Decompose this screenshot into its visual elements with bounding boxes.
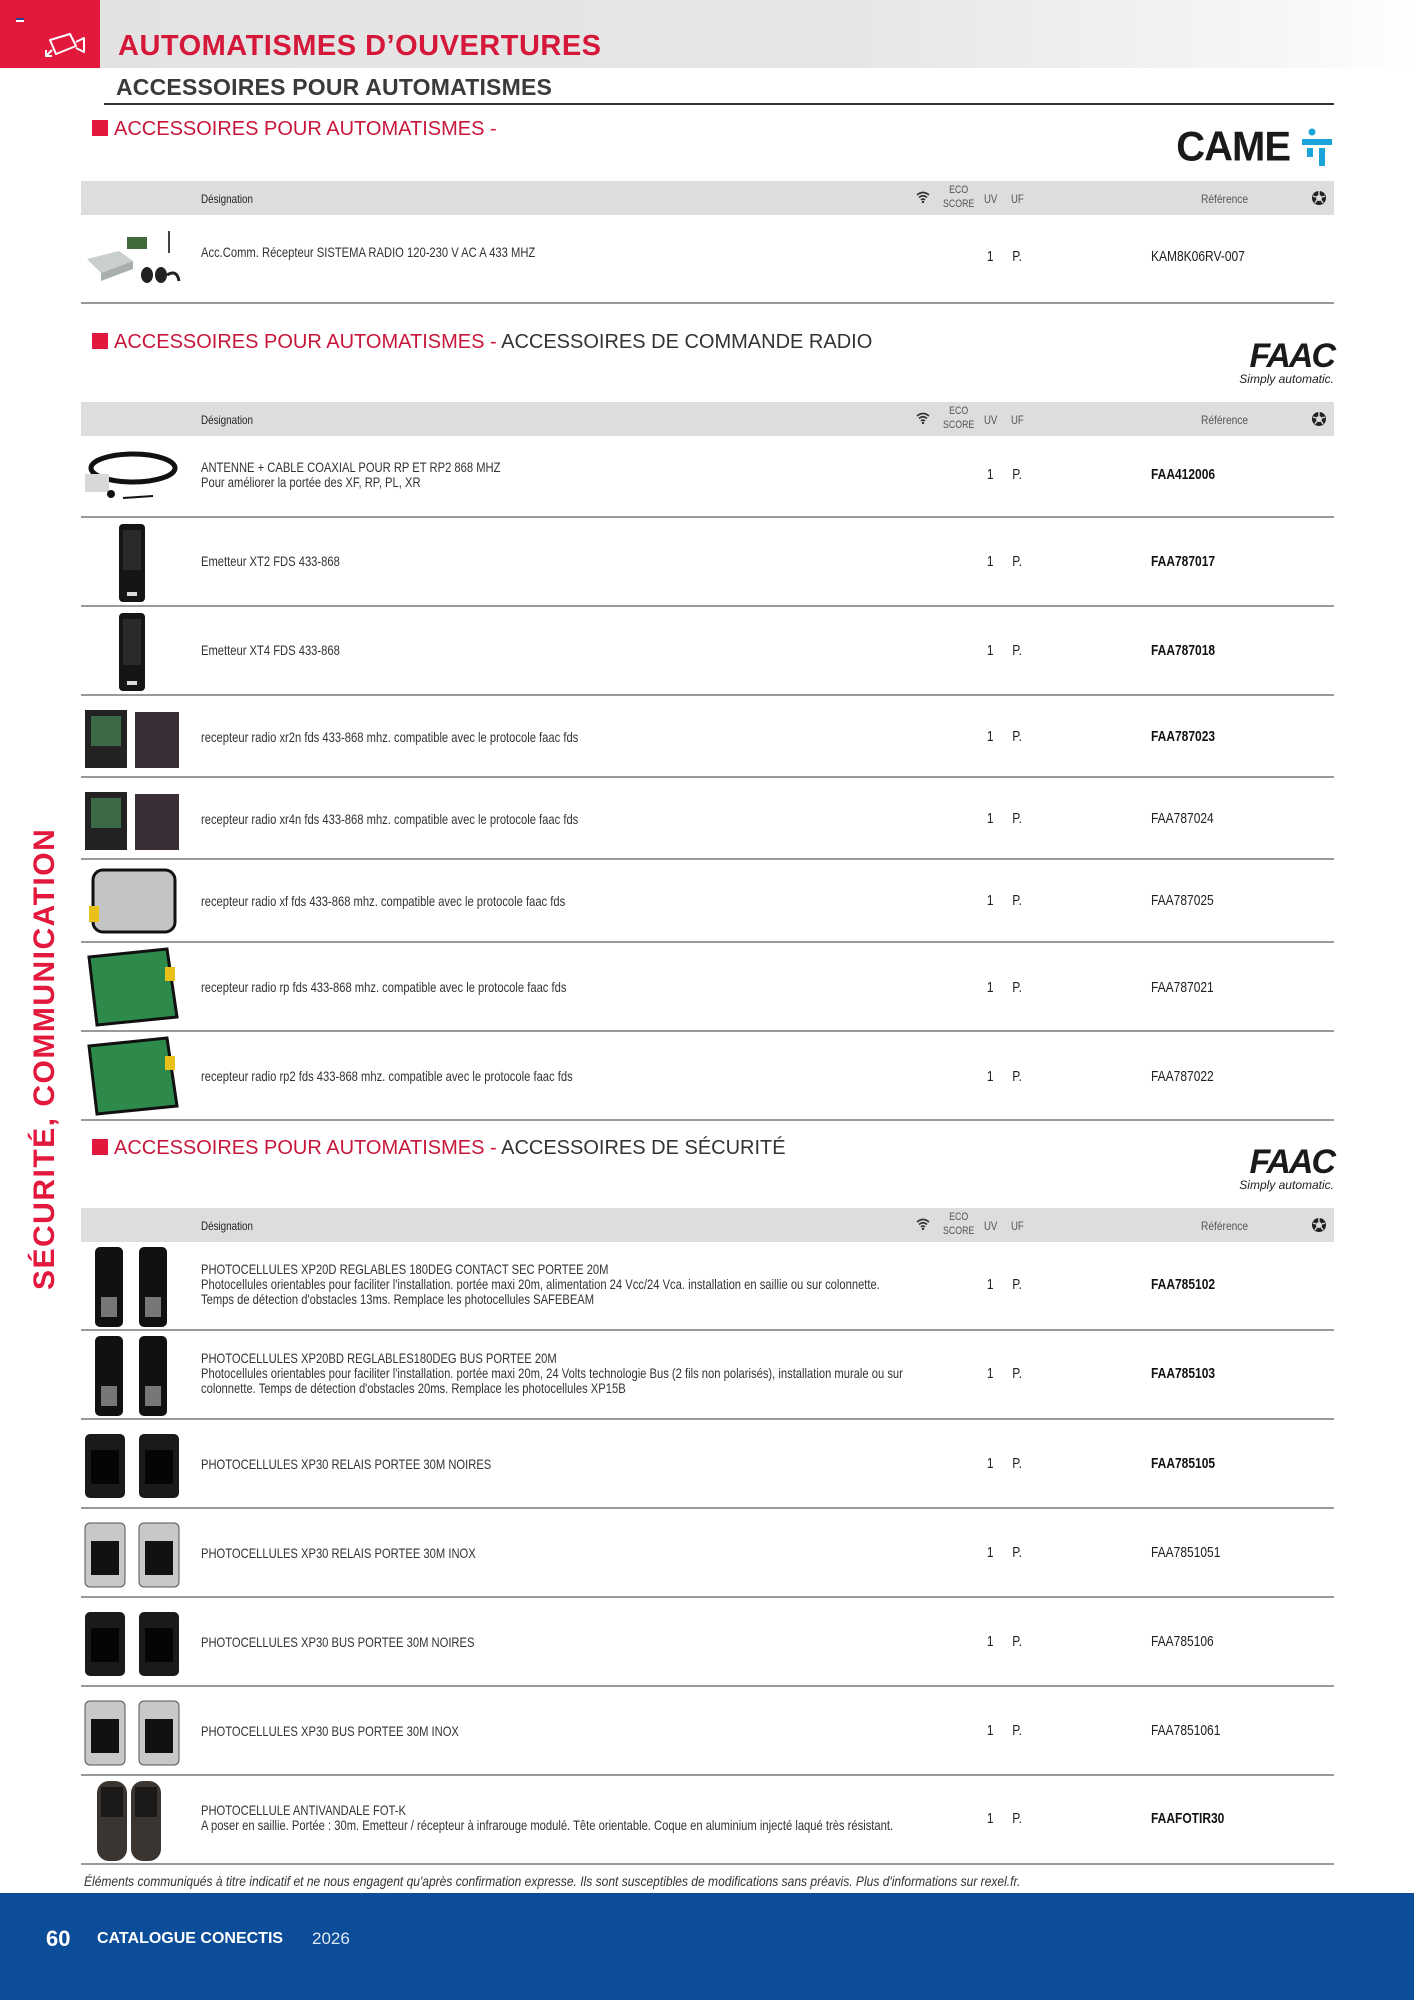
product-reference[interactable]: FAA787017	[1151, 553, 1216, 570]
page-subtitle: ACCESSOIRES POUR AUTOMATISMES	[116, 74, 553, 100]
section-heading-came: ACCESSOIRES POUR AUTOMATISMES -	[92, 118, 497, 141]
product-description: Emetteur XT2 FDS 433-868	[201, 553, 340, 569]
product-reference[interactable]: FAA787024	[1151, 810, 1214, 827]
wifi-icon	[916, 191, 930, 203]
product-reference[interactable]: FAA785106	[1151, 1633, 1214, 1650]
product-image-receiver-rp	[87, 947, 179, 1027]
recycle-icon	[1312, 412, 1326, 426]
product-row[interactable]: PHOTOCELLULES XP30 RELAIS PORTEE 30M NOI…	[81, 1420, 1334, 1509]
product-image-photocell-xp30-bus-inox	[84, 1700, 180, 1766]
product-row[interactable]: PHOTOCELLULES XP30 RELAIS PORTEE 30M INO…	[81, 1509, 1334, 1598]
camera-icon	[45, 33, 85, 57]
wifi-icon	[916, 412, 930, 424]
bullet-square-icon	[92, 1139, 108, 1155]
side-category-label: SÉCURITÉ, COMMUNICATION	[28, 827, 61, 1290]
product-reference[interactable]: FAA7851051	[1151, 1544, 1221, 1561]
product-row[interactable]: Acc.Comm. Récepteur SISTEMA RADIO 120-23…	[81, 215, 1334, 304]
title-divider	[104, 103, 1334, 105]
brand-logo-came: CAME	[1176, 124, 1332, 170]
catalog-year: 2026	[312, 1929, 350, 1948]
product-reference[interactable]: FAA785103	[1151, 1365, 1216, 1382]
legal-disclaimer: Éléments communiqués à titre indicatif e…	[84, 1873, 1021, 1889]
product-reference[interactable]: FAA787025	[1151, 892, 1214, 909]
product-image-remote-xt2	[119, 524, 145, 602]
section-heading-radio: ACCESSOIRES POUR AUTOMATISMES - ACCESSOI…	[92, 331, 872, 354]
came-mark-icon	[1302, 128, 1332, 166]
brand-logo-faac: FAAC Simply automatic.	[1239, 337, 1336, 386]
catalog-name: CATALOGUE CONECTIS	[97, 1930, 284, 1947]
product-image-photocell-fotk	[97, 1781, 161, 1861]
recycle-icon	[1312, 1218, 1326, 1232]
product-reference[interactable]: FAA787022	[1151, 1068, 1214, 1085]
product-description: Emetteur XT4 FDS 433-868	[201, 642, 340, 658]
product-row[interactable]: recepteur radio rp fds 433-868 mhz. comp…	[81, 943, 1334, 1032]
product-row[interactable]: PHOTOCELLULES XP30 BUS PORTEE 30M NOIRES…	[81, 1598, 1334, 1687]
product-description: recepteur radio xr4n fds 433-868 mhz. co…	[201, 811, 579, 827]
product-image-photocell-xp30-inox	[84, 1522, 180, 1588]
product-reference[interactable]: FAA787021	[1151, 979, 1214, 996]
product-image-photocell-xp20d	[95, 1247, 167, 1327]
product-reference[interactable]: KAM8K06RV-007	[1151, 248, 1245, 265]
product-description: recepteur radio xf fds 433-868 mhz. comp…	[201, 893, 566, 909]
product-reference[interactable]: FAA785105	[1151, 1455, 1216, 1472]
bullet-square-icon	[92, 120, 108, 136]
french-flag-icon	[16, 18, 24, 24]
product-image-antenna-cable	[85, 451, 178, 499]
product-row[interactable]: PHOTOCELLULES XP20BD REGLABLES180DEG BUS…	[81, 1331, 1334, 1420]
header-band	[0, 0, 1414, 68]
bullet-square-icon	[92, 333, 108, 349]
product-reference[interactable]: FAA785102	[1151, 1276, 1216, 1293]
product-row[interactable]: ANTENNE + CABLE COAXIAL POUR RP ET RP2 8…	[81, 436, 1334, 518]
product-image-photocell-xp30-bus-black	[85, 1612, 179, 1676]
product-image-receiver-rp2	[87, 1036, 179, 1116]
product-row[interactable]: PHOTOCELLULES XP20D REGLABLES 180DEG CON…	[81, 1242, 1334, 1331]
product-description: ANTENNE + CABLE COAXIAL POUR RP ET RP2 8…	[201, 459, 501, 490]
product-reference[interactable]: FAA7851061	[1151, 1722, 1221, 1739]
product-image-photocell-xp30-black	[85, 1434, 179, 1498]
product-row[interactable]: recepteur radio xf fds 433-868 mhz. comp…	[81, 860, 1334, 943]
product-row[interactable]: Emetteur XT2 FDS 433-868 1 P. FAA787017	[81, 518, 1334, 607]
product-description: PHOTOCELLULES XP30 RELAIS PORTEE 30M INO…	[201, 1545, 476, 1561]
product-description: PHOTOCELLULES XP30 BUS PORTEE 30M NOIRES	[201, 1634, 475, 1650]
product-row[interactable]: PHOTOCELLULES XP30 BUS PORTEE 30M INOX 1…	[81, 1687, 1334, 1776]
product-reference[interactable]: FAA787023	[1151, 728, 1216, 745]
product-description: Acc.Comm. Récepteur SISTEMA RADIO 120-23…	[201, 244, 536, 260]
product-image-radio-kit	[87, 231, 181, 283]
product-description: PHOTOCELLULES XP30 BUS PORTEE 30M INOX	[201, 1723, 459, 1739]
product-row[interactable]: recepteur radio rp2 fds 433-868 mhz. com…	[81, 1032, 1334, 1121]
product-image-remote-xt4	[119, 613, 145, 691]
product-description: recepteur radio xr2n fds 433-868 mhz. co…	[201, 729, 579, 745]
product-description: PHOTOCELLULES XP20D REGLABLES 180DEG CON…	[201, 1261, 880, 1307]
product-reference[interactable]: FAAFOTIR30	[1151, 1810, 1225, 1827]
product-image-receiver-xr4n	[85, 792, 179, 850]
product-image-receiver-xr2n	[85, 710, 179, 768]
product-description: PHOTOCELLULES XP30 RELAIS PORTEE 30M NOI…	[201, 1456, 492, 1472]
brand-logo-faac: FAAC Simply automatic.	[1239, 1143, 1336, 1192]
product-row[interactable]: recepteur radio xr2n fds 433-868 mhz. co…	[81, 696, 1334, 778]
product-reference[interactable]: FAA412006	[1151, 466, 1216, 483]
page-title: AUTOMATISMES D’OUVERTURES	[118, 30, 602, 62]
product-description: recepteur radio rp fds 433-868 mhz. comp…	[201, 979, 567, 995]
recycle-icon	[1312, 191, 1326, 205]
product-image-photocell-xp20bd	[95, 1336, 167, 1416]
page-footer: 60 CATALOGUE CONECTIS 2026	[0, 1893, 1414, 2000]
product-reference[interactable]: FAA787018	[1151, 642, 1216, 659]
product-row[interactable]: recepteur radio xr4n fds 433-868 mhz. co…	[81, 778, 1334, 860]
product-description: recepteur radio rp2 fds 433-868 mhz. com…	[201, 1068, 573, 1084]
wifi-icon	[916, 1218, 930, 1230]
category-tab	[0, 0, 100, 68]
section-heading-security: ACCESSOIRES POUR AUTOMATISMES - ACCESSOI…	[92, 1137, 786, 1160]
page-number: 60	[46, 1926, 71, 1951]
product-row[interactable]: Emetteur XT4 FDS 433-868 1 P. FAA787018	[81, 607, 1334, 696]
product-description: PHOTOCELLULES XP20BD REGLABLES180DEG BUS…	[201, 1350, 903, 1396]
product-image-receiver-xf	[89, 868, 177, 934]
